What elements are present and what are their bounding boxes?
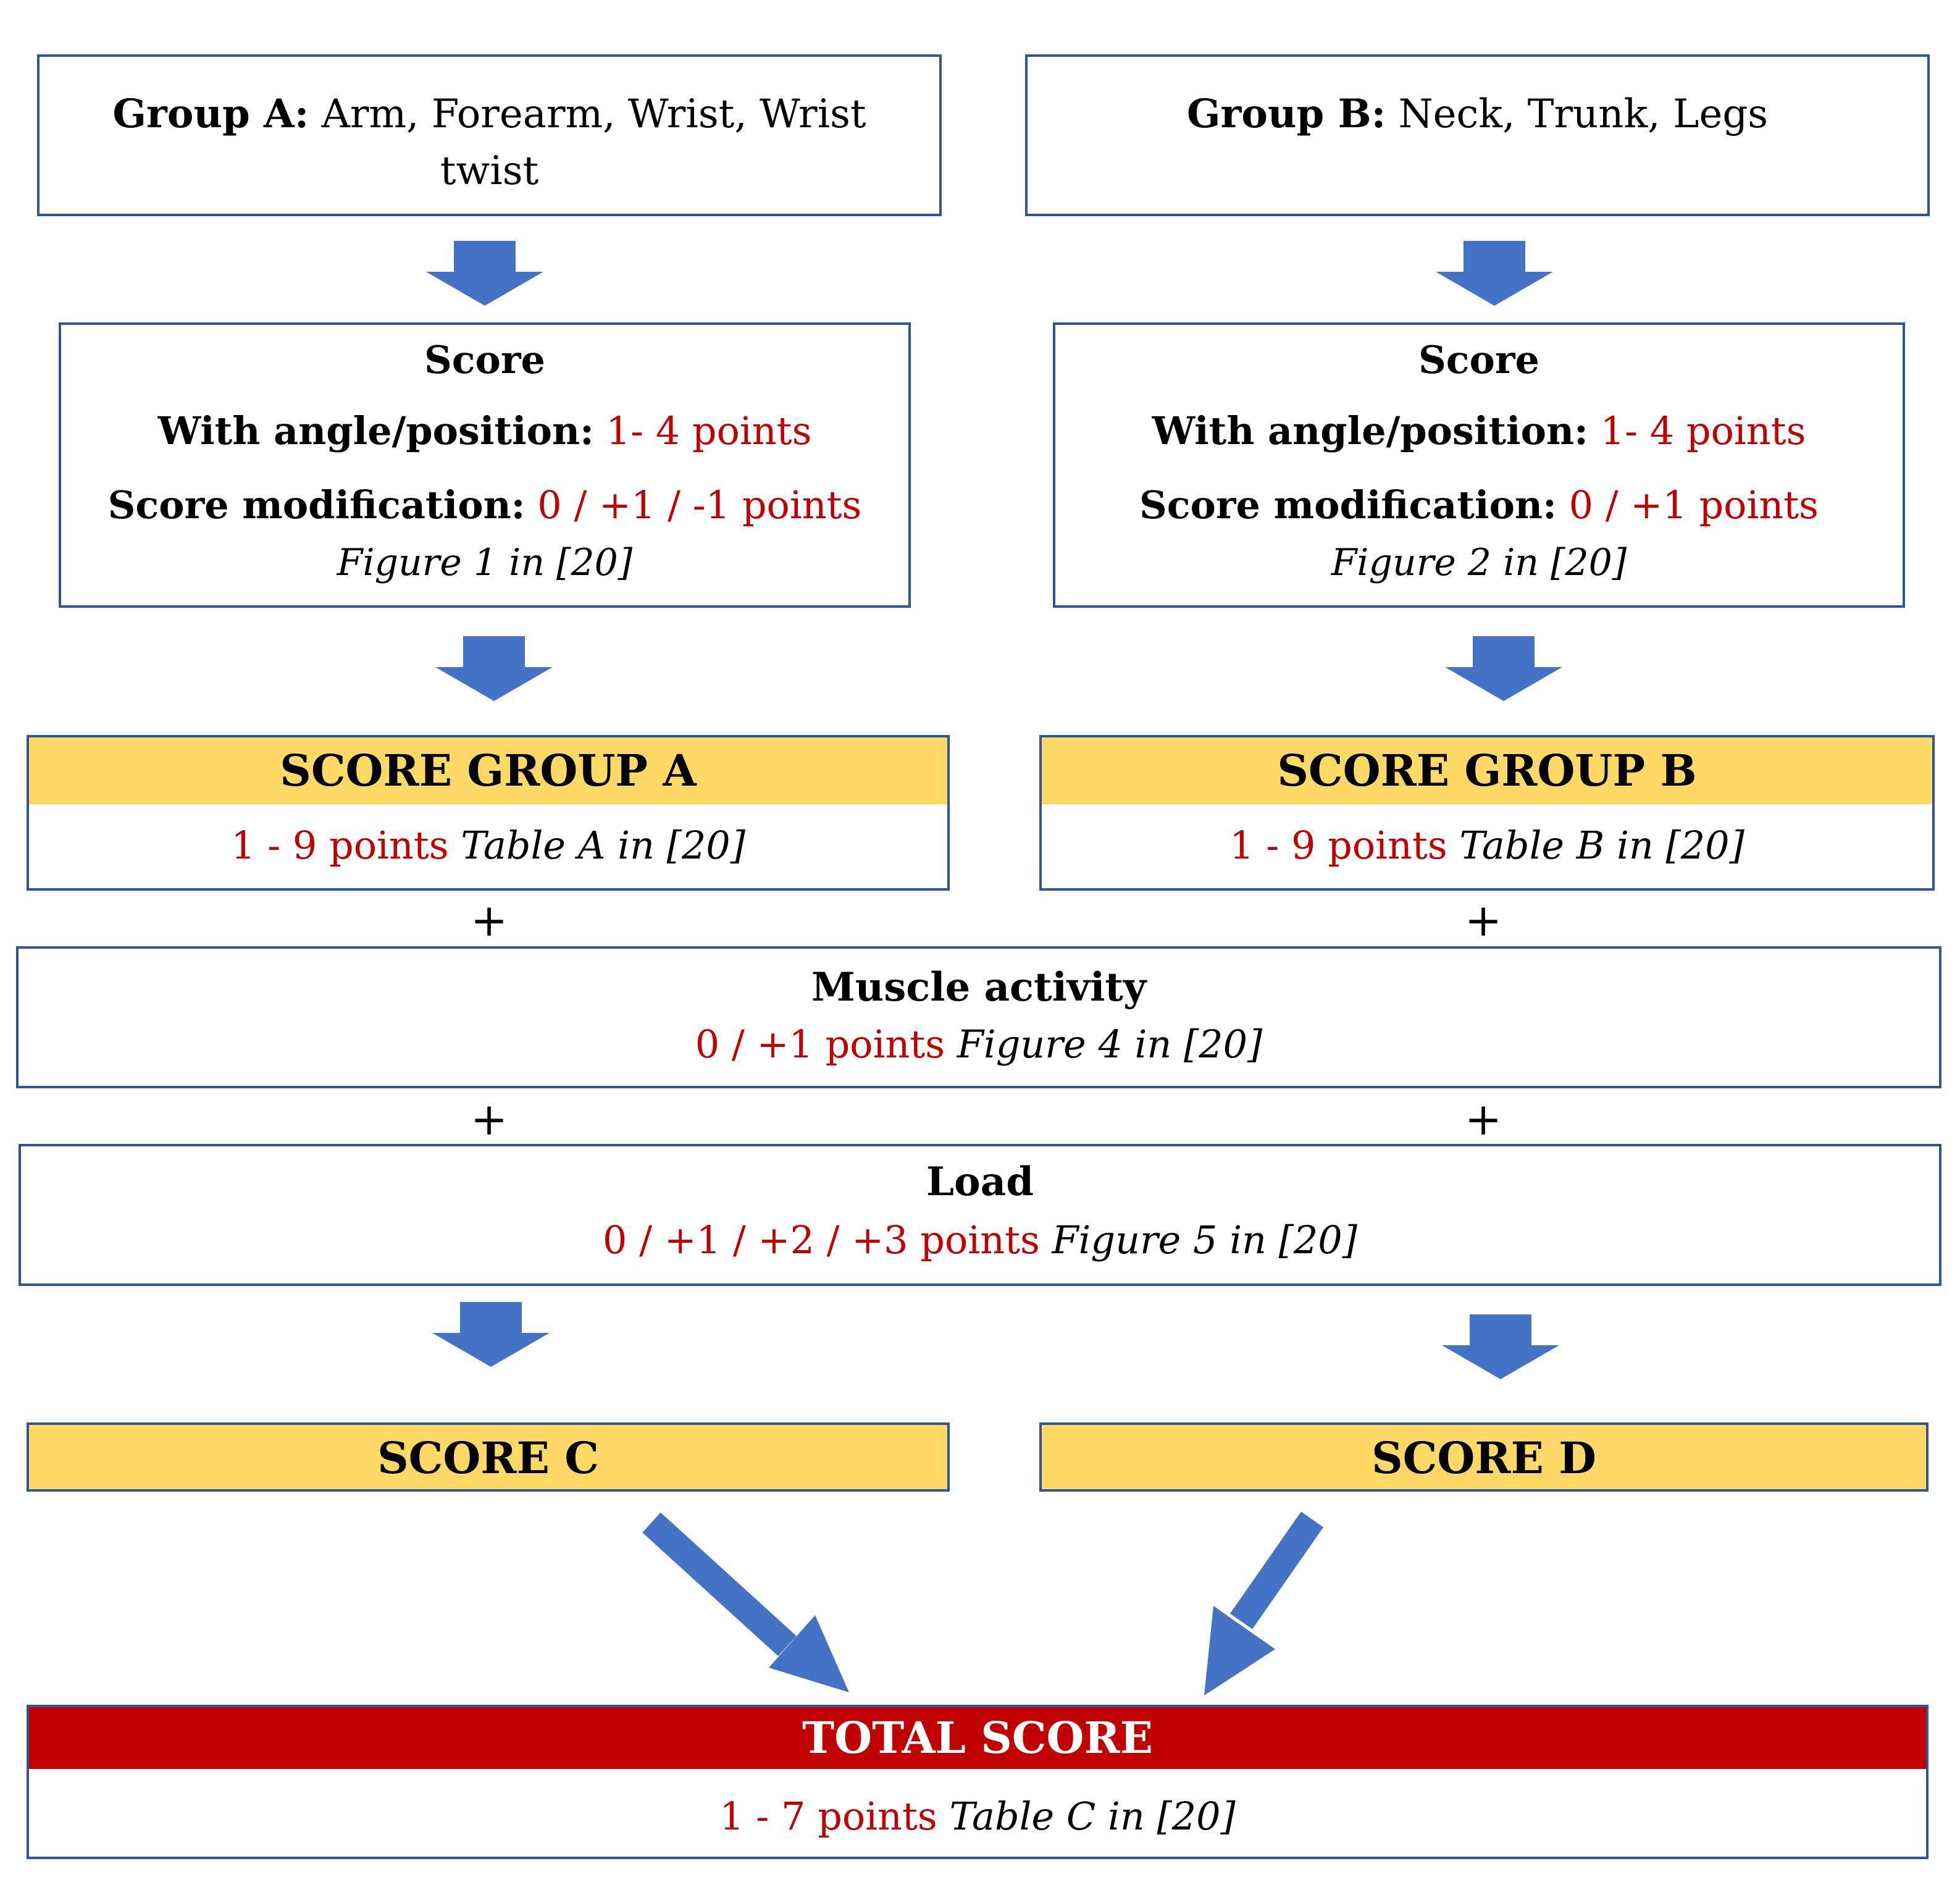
plus-sign-a1: + [470, 894, 508, 946]
score-c-box: SCORE C [27, 1422, 950, 1492]
arrow-down-a2 [435, 636, 553, 701]
score-b-angle-value: 1- 4 points [1600, 408, 1806, 453]
arrow-diag-c-head [769, 1615, 849, 1692]
group-a-text-line1: Arm, Forearm, Wrist, Wrist [321, 91, 866, 137]
arrow-diag-d-shaft [1229, 1511, 1324, 1629]
score-a-title: Score [424, 337, 545, 382]
score-group-a-value: 1 - 9 points [231, 823, 449, 868]
total-score-value: 1 - 7 points [719, 1794, 937, 1839]
group-a-box: Group A: Arm, Forearm, Wrist, Wrist twis… [37, 54, 942, 216]
score-a-mod-label: Score modification: [107, 482, 526, 527]
muscle-ref: Figure 4 in [20] [957, 1022, 1263, 1067]
total-score-title: TOTAL SCORE [29, 1707, 1926, 1769]
load-ref: Figure 5 in [20] [1052, 1217, 1357, 1262]
load-title: Load [926, 1159, 1034, 1205]
score-b-mod-value: 0 / +1 points [1568, 482, 1819, 527]
group-b-text: Neck, Trunk, Legs [1398, 91, 1769, 137]
group-a-text-line2: twist [440, 148, 539, 194]
muscle-title: Muscle activity [811, 964, 1147, 1010]
score-group-b-ref: Table B in [20] [1459, 823, 1744, 868]
score-b-mod-label: Score modification: [1139, 482, 1557, 527]
score-group-a-ref: Table A in [20] [461, 823, 745, 868]
arrow-diag-c-shaft [642, 1512, 797, 1657]
load-box: Load 0 / +1 / +2 / +3 points Figure 5 in… [19, 1144, 1941, 1286]
arrow-down-b3 [1442, 1314, 1559, 1379]
arrow-down-a1 [426, 241, 543, 306]
group-b-label: Group B: [1186, 91, 1386, 137]
score-a-box: Score With angle/position: 1- 4 points S… [59, 322, 911, 608]
group-a-label: Group A: [112, 91, 309, 137]
plus-sign-b1: + [1464, 894, 1502, 946]
score-a-ref: Figure 1 in [20] [337, 541, 633, 584]
arrow-down-a3 [432, 1302, 550, 1367]
muscle-value: 0 / +1 points [695, 1022, 945, 1067]
score-group-b-title: SCORE GROUP B [1042, 737, 1932, 804]
score-group-a-box: SCORE GROUP A 1 - 9 points Table A in [2… [27, 735, 950, 891]
score-d-box: SCORE D [1039, 1422, 1929, 1492]
total-score-box: TOTAL SCORE 1 - 7 points Table C in [20] [27, 1705, 1929, 1859]
arrow-down-b2 [1445, 636, 1562, 701]
score-b-ref: Figure 2 in [20] [1331, 541, 1627, 584]
score-b-angle-label: With angle/position: [1152, 408, 1588, 453]
score-a-angle-value: 1- 4 points [606, 408, 812, 453]
arrow-diag-d-head [1204, 1606, 1275, 1695]
group-b-box: Group B: Neck, Trunk, Legs [1025, 54, 1930, 216]
score-a-mod-value: 0 / +1 / -1 points [537, 482, 862, 527]
score-group-b-value: 1 - 9 points [1229, 823, 1447, 868]
score-c-title: SCORE C [377, 1432, 599, 1484]
total-score-ref: Table C in [20] [949, 1794, 1236, 1839]
score-d-title: SCORE D [1372, 1432, 1596, 1484]
score-b-title: Score [1418, 337, 1539, 382]
plus-sign-b2: + [1464, 1093, 1502, 1145]
arrow-down-b1 [1436, 241, 1553, 306]
muscle-activity-box: Muscle activity 0 / +1 points Figure 4 i… [16, 946, 1941, 1088]
score-group-a-title: SCORE GROUP A [29, 737, 947, 804]
load-value: 0 / +1 / +2 / +3 points [603, 1217, 1040, 1262]
plus-sign-a2: + [470, 1093, 508, 1145]
score-b-box: Score With angle/position: 1- 4 points S… [1053, 322, 1905, 608]
score-group-b-box: SCORE GROUP B 1 - 9 points Table B in [2… [1039, 735, 1935, 891]
score-a-angle-label: With angle/position: [157, 408, 594, 453]
